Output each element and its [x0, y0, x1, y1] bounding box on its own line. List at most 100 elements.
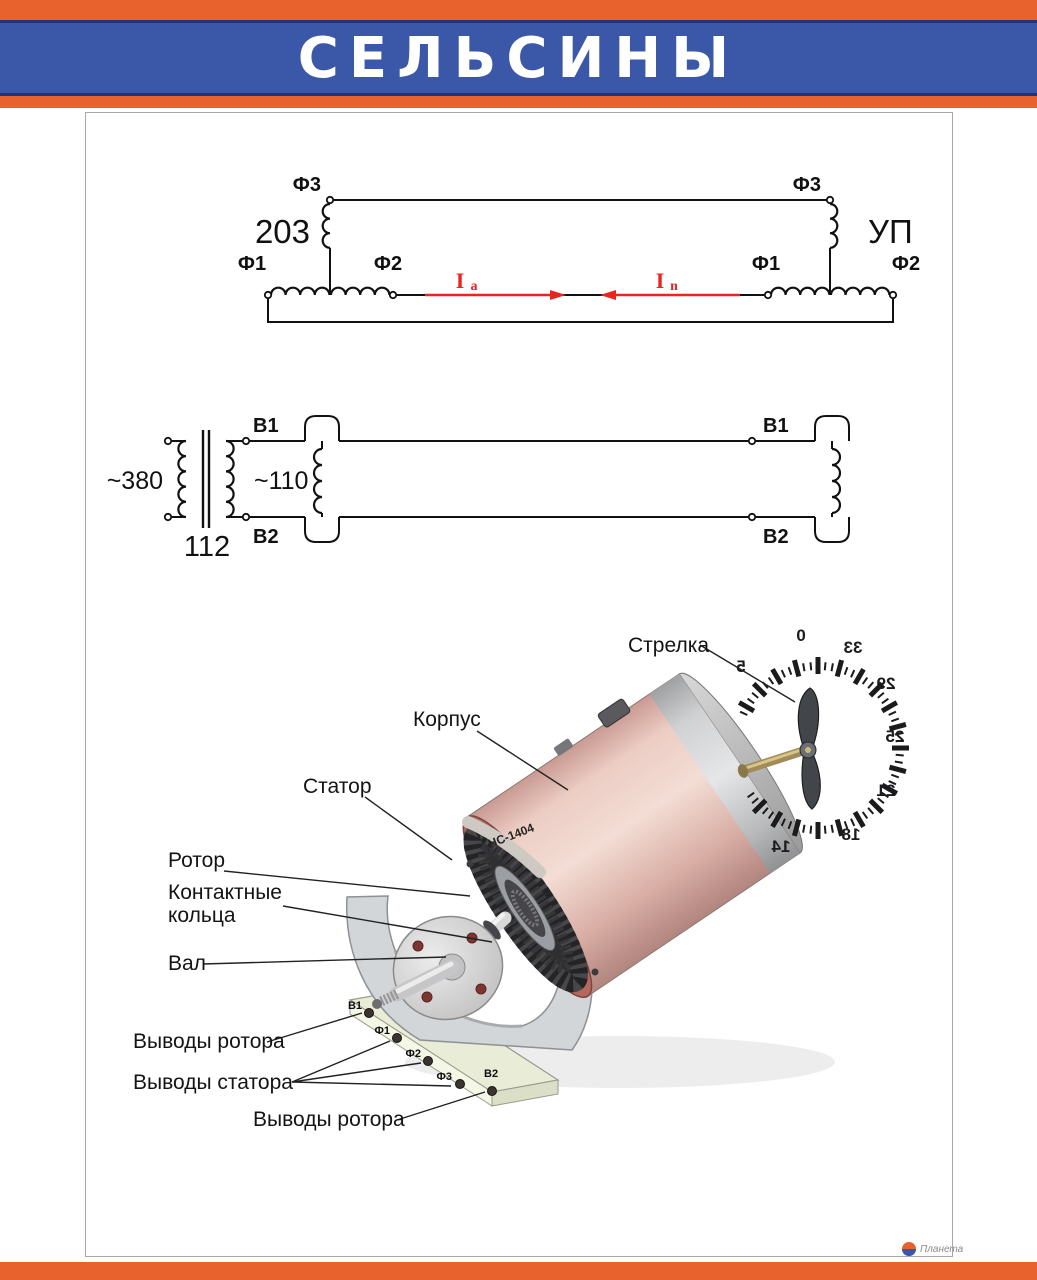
right-b2-label: В2	[763, 526, 789, 548]
flange-bolt-1	[412, 940, 424, 952]
left-coil-f3	[321, 202, 331, 249]
terminal-screw-b1	[364, 1008, 374, 1018]
left-b2-terminal	[241, 512, 251, 522]
stator-circuit-diagram: 203 УП Ф1 Ф2 Ф3 Ф1 Ф2 Ф3 I а I n	[238, 174, 920, 323]
right-b1-label: В1	[763, 415, 789, 437]
poster-title: СЕЛЬСИНЫ	[297, 25, 740, 91]
callout-rotor-leads-top: Выводы ротора	[133, 1030, 285, 1053]
pointer-lower-blade	[801, 751, 821, 810]
rotor-winding	[504, 879, 546, 937]
rim-screw-1	[466, 860, 474, 868]
callout-shaft: Вал	[168, 952, 206, 975]
flange-bolt-4	[475, 983, 487, 995]
bottom-orange-bar	[0, 1262, 1037, 1280]
right-rotor-top-brush	[814, 415, 850, 441]
dial-number-5: 5	[736, 657, 745, 676]
dial-number-0: 0	[796, 626, 805, 645]
dial-number-29: 29	[877, 674, 896, 693]
left-b2-label: В2	[253, 526, 279, 548]
leader-pointer	[699, 644, 796, 703]
callout-rotor: Ротор	[168, 849, 225, 872]
rotor-winding-texture	[510, 889, 540, 928]
publisher-logo: Планета	[901, 1241, 963, 1257]
right-coil-f3	[829, 202, 839, 249]
left-coil-f1	[269, 286, 331, 296]
left-f2-label: Ф2	[374, 253, 402, 275]
left-rotor-coil	[312, 447, 323, 515]
dial-shaft-end	[737, 764, 749, 778]
terminal-screw-f1	[392, 1033, 402, 1043]
left-f3-label: Ф3	[293, 174, 321, 196]
terminal-label-f3: Ф3	[436, 1071, 452, 1083]
leader-housing	[476, 730, 569, 791]
slip-ring-1	[483, 920, 501, 940]
stator-inner-ring	[478, 842, 574, 973]
top-fitting	[597, 698, 631, 728]
dial-number-21: 21	[877, 781, 896, 800]
flange-bolt-3	[421, 991, 433, 1003]
publisher-logo-text: Планета	[920, 1243, 964, 1255]
terminal-screws: В1 Ф1 Ф2 Ф3 В2	[348, 1000, 498, 1096]
terminal-screw-f2	[423, 1056, 433, 1066]
callout-stator-leads: Выводы статора	[133, 1071, 293, 1094]
right-terminal-f2	[888, 290, 898, 300]
primary-terminal-top	[163, 436, 173, 446]
transformer-name-label: 112	[184, 531, 230, 563]
leader-rotor-leads-top	[266, 1012, 363, 1043]
right-f2-label: Ф2	[892, 253, 920, 275]
left-rotor-feed-wires	[249, 440, 305, 518]
left-rotor-bottom-brush	[304, 517, 340, 543]
current-n-sub: n	[670, 279, 678, 294]
rotor-circuit-diagram: ~380 ~110 112 В1 В2 В1 В2	[107, 415, 850, 563]
top-orange-bar	[0, 0, 1037, 20]
callout-housing: Корпус	[413, 708, 481, 731]
callout-contact-rings-line2: кольца	[168, 904, 236, 927]
shaft-tip	[372, 999, 382, 1009]
right-device-label: УП	[868, 213, 913, 250]
terminal-screw-f3	[455, 1079, 465, 1089]
left-coil-f2	[329, 286, 391, 296]
title-band: СЕЛЬСИНЫ	[0, 20, 1037, 96]
left-terminal-f1	[263, 290, 273, 300]
leader-stator-leads-2	[291, 1062, 422, 1083]
primary-terminal-bottom	[163, 512, 173, 522]
right-f1-label: Ф1	[752, 253, 780, 275]
pointer-upper-blade	[797, 687, 820, 750]
right-terminal-f1	[763, 290, 773, 300]
dial-number-18: 18	[842, 825, 861, 844]
right-rotor-coil	[831, 447, 842, 515]
current-n-symbol: I	[656, 268, 665, 293]
rear-gray-band	[649, 673, 801, 874]
current-n-arrowhead	[600, 290, 616, 300]
right-b1-terminal	[747, 436, 757, 446]
output-shaft-highlight	[395, 961, 454, 994]
left-rotor-top-brush	[304, 415, 340, 441]
terminal-screw-b2	[487, 1086, 497, 1096]
top-lug	[553, 738, 573, 756]
left-terminal-f3	[325, 195, 335, 205]
dial-tick-ring	[737, 657, 909, 839]
content-frame	[85, 112, 953, 1257]
leader-rotor	[223, 870, 471, 897]
right-coil-f1	[769, 286, 831, 296]
right-coil-f2	[829, 286, 891, 296]
primary-coil	[177, 439, 187, 519]
selsyn-illustration: НС-1404	[133, 626, 909, 1131]
callout-contact-rings-line1: Контактные	[168, 881, 282, 904]
pointer-pin	[805, 747, 811, 753]
leader-stator	[364, 796, 453, 861]
right-rotor-feed-wires	[755, 440, 815, 518]
motor-body	[462, 672, 803, 999]
orange-divider-bar	[0, 96, 1037, 108]
right-b2-terminal	[747, 512, 757, 522]
dial-number-33: 33	[844, 638, 863, 657]
callout-labels: Стрелка Корпус Статор Ротор Контактные к…	[133, 634, 709, 1131]
dial-shaft-highlight	[744, 748, 803, 770]
shaft-thread	[377, 989, 400, 1007]
current-a-arrowhead	[550, 290, 566, 300]
primary-voltage-label: ~380	[107, 467, 163, 495]
logo-half	[902, 1249, 916, 1256]
right-rotor-bottom-brush	[814, 517, 850, 543]
publisher-logo-icon	[902, 1242, 916, 1256]
left-f1-label: Ф1	[238, 253, 266, 275]
